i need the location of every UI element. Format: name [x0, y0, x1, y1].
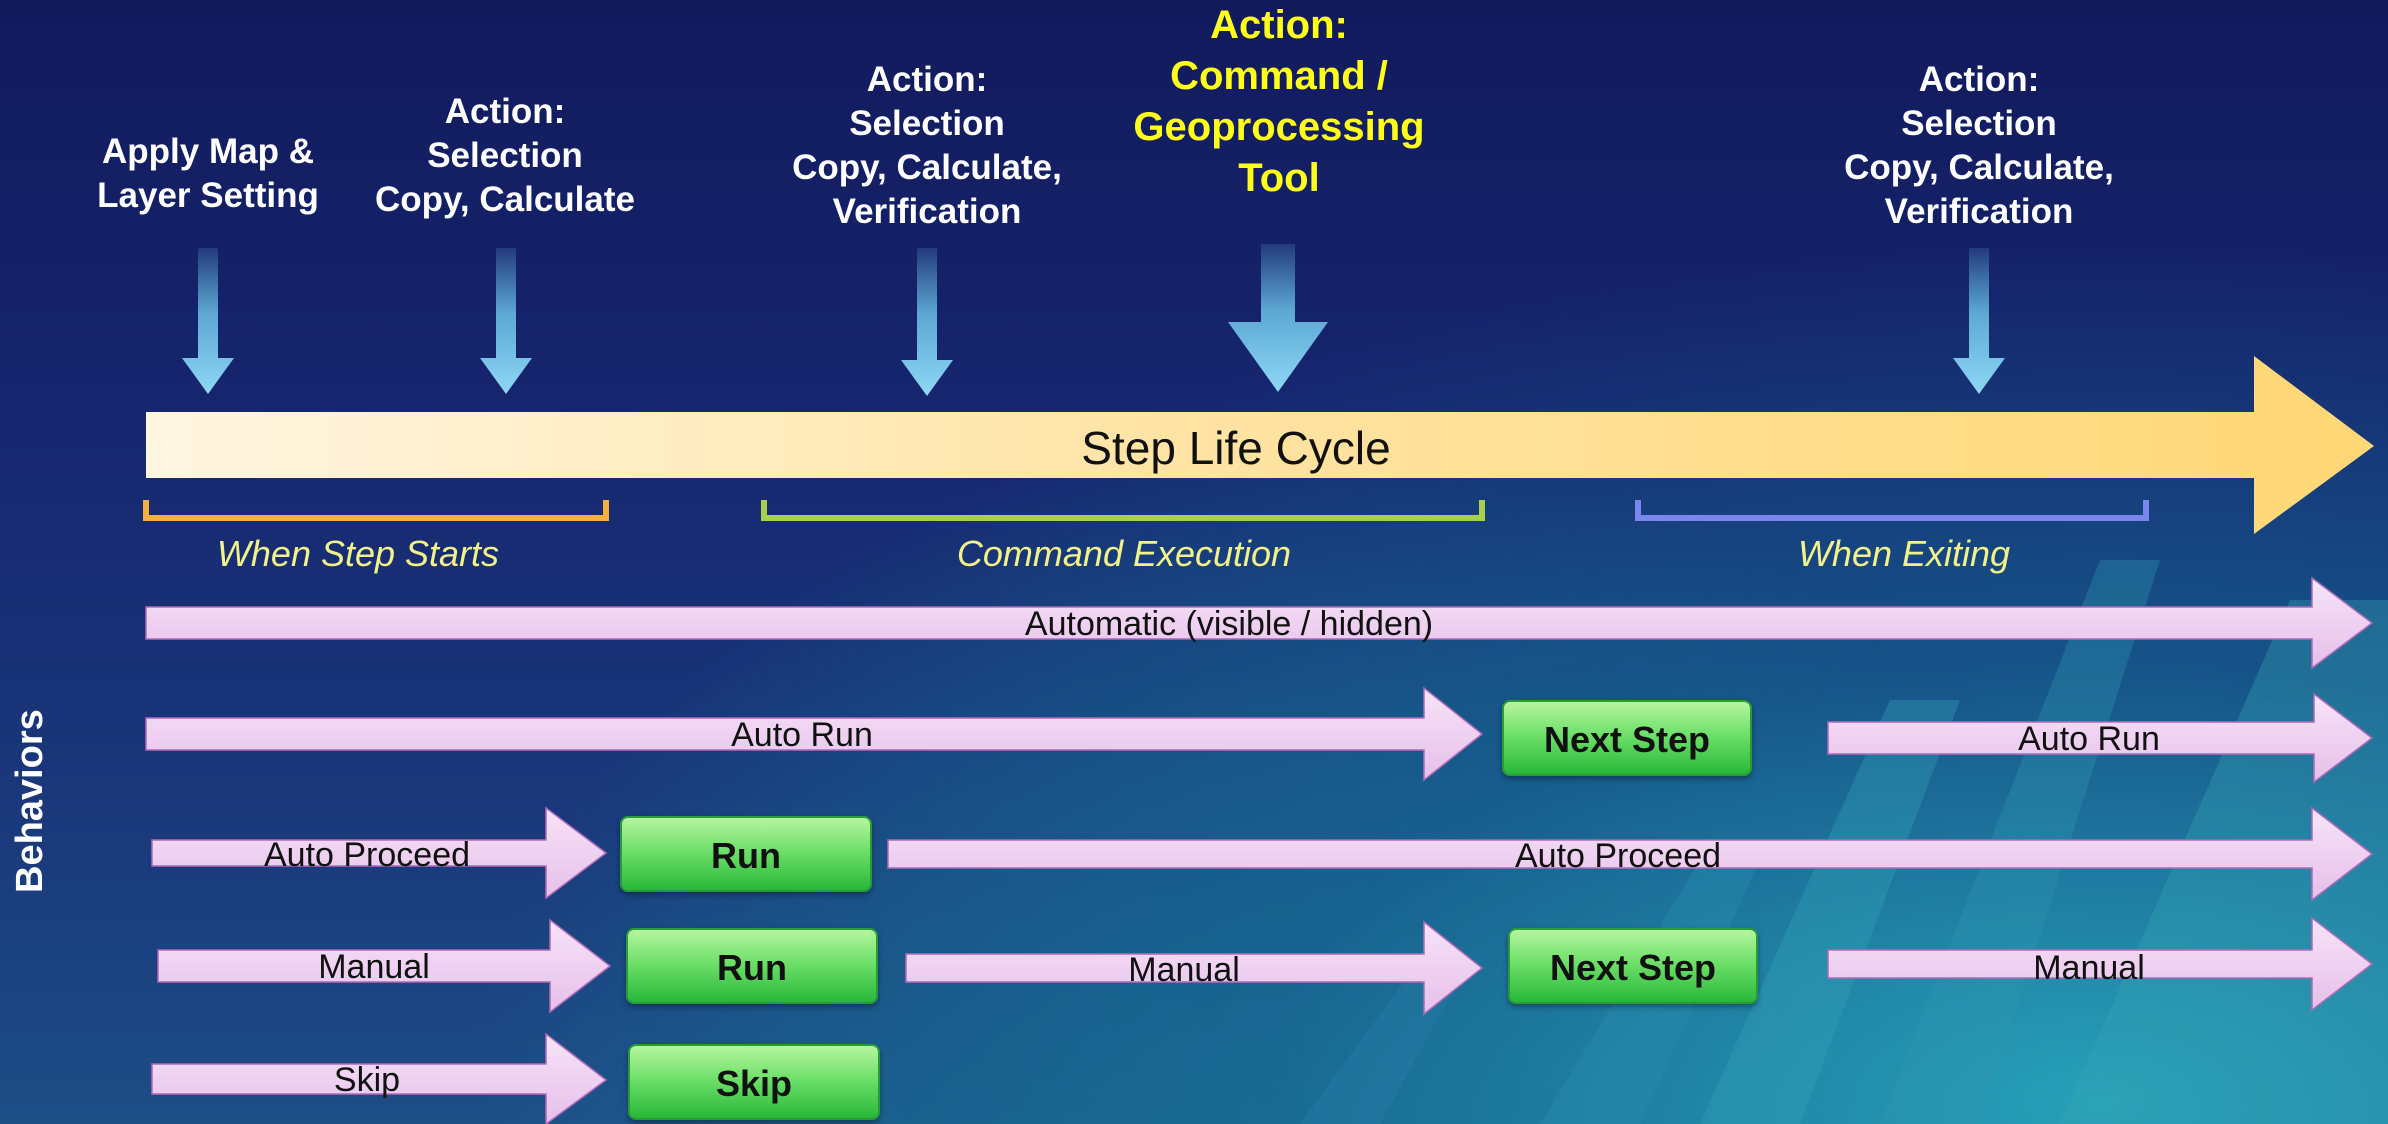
automatic-label: Automatic (visible / hidden): [1024, 605, 1434, 643]
run-button-2[interactable]: Run: [626, 928, 878, 1004]
next-step-button-2[interactable]: Next Step: [1508, 928, 1758, 1004]
auto-proceed-arrow-1: [151, 806, 608, 900]
manual-label-3: Manual: [2033, 949, 2145, 987]
step-life-cycle-arrow: [146, 356, 2374, 534]
auto-run-arrow-2: [1827, 692, 2374, 784]
manual-arrow-1: [157, 918, 612, 1014]
auto-proceed-label-1: Auto Proceed: [263, 836, 471, 874]
auto-run-arrow-1: [145, 686, 1484, 782]
next-step-button-1[interactable]: Next Step: [1502, 700, 1752, 776]
action-label-selection-copy-calculate: Action: Selection Copy, Calculate: [375, 92, 635, 219]
phase-bracket-execution: [761, 500, 1485, 521]
auto-proceed-label-2: Auto Proceed: [1514, 837, 1722, 875]
skip-label: Skip: [333, 1061, 401, 1099]
auto-run-label-1: Auto Run: [731, 716, 873, 754]
manual-label-2: Manual: [1128, 951, 1240, 989]
auto-run-label-2: Auto Run: [2018, 720, 2160, 758]
skip-button[interactable]: Skip: [628, 1044, 880, 1120]
phase-bracket-exiting: [1635, 500, 2149, 521]
down-arrow-1: [182, 248, 234, 394]
manual-label-1: Manual: [318, 948, 430, 986]
down-arrow-4: [1228, 244, 1328, 392]
behaviors-label: Behaviors: [9, 709, 51, 893]
action-label-command-geoprocessing: Action: Command / Geoprocessing Tool: [1133, 3, 1425, 200]
down-arrow-5: [1953, 248, 2005, 394]
automatic-arrow: [145, 576, 2374, 670]
action-label-selection-verification-2: Action: Selection Copy, Calculate, Verif…: [1844, 60, 2114, 231]
phase-bracket-start: [143, 500, 609, 521]
manual-arrow-3: [1827, 916, 2374, 1012]
run-button-1[interactable]: Run: [620, 816, 872, 892]
skip-arrow: [151, 1032, 608, 1124]
manual-arrow-2: [905, 920, 1484, 1016]
action-label-selection-verification-1: Action: Selection Copy, Calculate, Verif…: [792, 60, 1062, 231]
auto-proceed-arrow-2: [887, 806, 2374, 902]
down-arrow-2: [480, 248, 532, 394]
phase-label-execution: Command Execution: [956, 533, 1292, 574]
phase-label-exiting: When Exiting: [1797, 533, 2011, 574]
down-arrow-3: [901, 248, 953, 396]
step-life-cycle-label: Step Life Cycle: [1081, 422, 1391, 474]
action-label-apply-map: Apply Map & Layer Setting: [97, 132, 319, 215]
phase-label-start: When Step Starts: [216, 533, 500, 574]
